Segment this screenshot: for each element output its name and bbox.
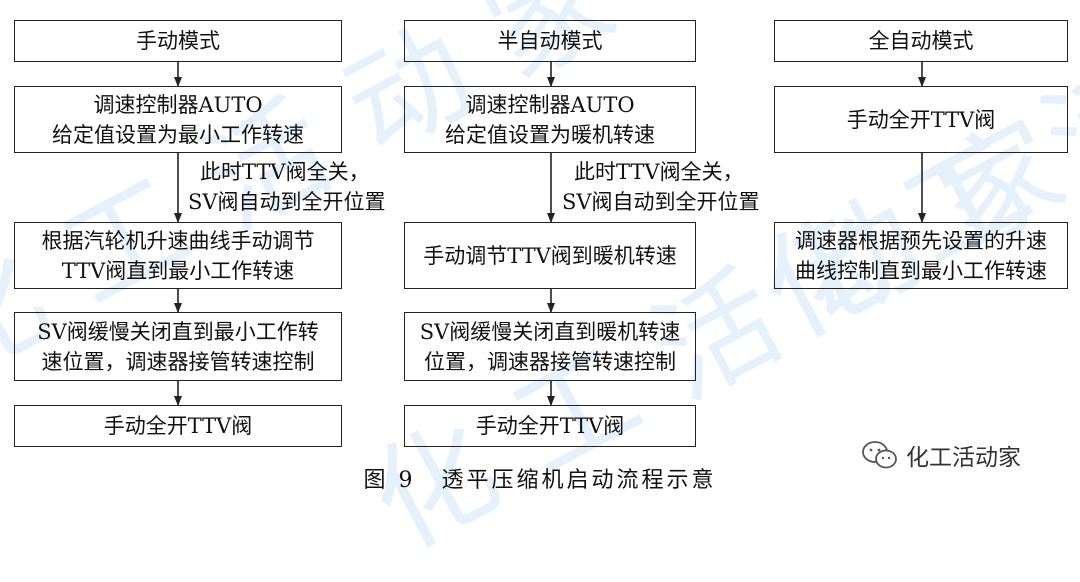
semi-note-line-2: SV阀自动到全开位置 xyxy=(562,190,760,214)
semi-step-4-box: 手动全开TTV阀 xyxy=(404,405,696,447)
manual-note-line-2: SV阀自动到全开位置 xyxy=(188,190,386,214)
manual-step-4-box: 手动全开TTV阀 xyxy=(14,405,342,447)
semi-step-1-box: 调速控制器AUTO 给定值设置为暖机转速 xyxy=(404,86,696,153)
semi-step-4-line-1: 手动全开TTV阀 xyxy=(475,414,625,438)
brand-name: 化工活动家 xyxy=(906,445,1021,471)
semi-step-3-line-2: 位置，调速器接管转速控制 xyxy=(424,349,676,374)
semi-auto-mode-title-box: 半自动模式 xyxy=(404,20,696,62)
manual-step-1-line-2: 给定值设置为最小工作转速 xyxy=(52,122,304,147)
semi-note: 此时TTV阀全关， SV阀自动到全开位置 xyxy=(562,157,760,217)
manual-step-3-box: SV阀缓慢关闭直到最小工作转 速位置，调速器接管转速控制 xyxy=(14,312,342,381)
full-auto-mode-title: 全自动模式 xyxy=(868,29,974,53)
manual-step-2-line-1: 根据汽轮机升速曲线手动调节 xyxy=(41,228,315,253)
semi-step-2-line-1: 手动调节TTV阀到暖机转速 xyxy=(423,243,677,268)
semi-step-3-line-1: SV阀缓慢关闭直到暖机转速 xyxy=(419,319,681,344)
manual-note-line-1: 此时TTV阀全关， xyxy=(200,160,370,184)
semi-step-1-line-2: 给定值设置为暖机转速 xyxy=(445,122,655,147)
brand-watermark: 化工活动家 xyxy=(862,437,1021,473)
figure-number: 图 9 xyxy=(363,468,416,493)
manual-mode-title: 手动模式 xyxy=(136,29,220,53)
manual-note: 此时TTV阀全关， SV阀自动到全开位置 xyxy=(188,157,386,217)
semi-step-3-box: SV阀缓慢关闭直到暖机转速 位置，调速器接管转速控制 xyxy=(404,312,696,381)
full-step-1-box: 手动全开TTV阀 xyxy=(774,86,1068,153)
semi-step-2-box: 手动调节TTV阀到暖机转速 xyxy=(404,222,696,289)
manual-step-2-box: 根据汽轮机升速曲线手动调节 TTV阀直到最小工作转速 xyxy=(14,222,342,289)
manual-step-3-line-1: SV阀缓慢关闭直到最小工作转 xyxy=(37,319,319,344)
manual-step-2-line-2: TTV阀直到最小工作转速 xyxy=(61,258,295,283)
manual-step-1-line-1: 调速控制器AUTO xyxy=(93,92,263,117)
figure-title: 透平压缩机启动流程示意 xyxy=(441,468,717,493)
wechat-icon xyxy=(862,441,897,469)
full-auto-mode-title-box: 全自动模式 xyxy=(774,20,1068,62)
semi-auto-mode-title: 半自动模式 xyxy=(497,29,603,53)
manual-mode-title-box: 手动模式 xyxy=(14,20,342,62)
flow-arrows xyxy=(174,62,926,406)
manual-step-4-line-1: 手动全开TTV阀 xyxy=(103,414,253,438)
semi-note-line-1: 此时TTV阀全关， xyxy=(574,160,744,184)
full-step-2-box: 调速器根据预先设置的升速 曲线控制直到最小工作转速 xyxy=(774,222,1068,289)
full-step-2-line-2: 曲线控制直到最小工作转速 xyxy=(795,258,1047,283)
semi-step-1-line-1: 调速控制器AUTO xyxy=(465,92,635,117)
manual-step-1-box: 调速控制器AUTO 给定值设置为最小工作转速 xyxy=(14,86,342,153)
full-step-2-line-1: 调速器根据预先设置的升速 xyxy=(795,228,1047,253)
manual-step-3-line-2: 速位置，调速器接管转速控制 xyxy=(41,349,315,374)
full-step-1-line-1: 手动全开TTV阀 xyxy=(846,107,996,132)
figure-caption: 图 9 透平压缩机启动流程示意 xyxy=(0,462,1080,494)
